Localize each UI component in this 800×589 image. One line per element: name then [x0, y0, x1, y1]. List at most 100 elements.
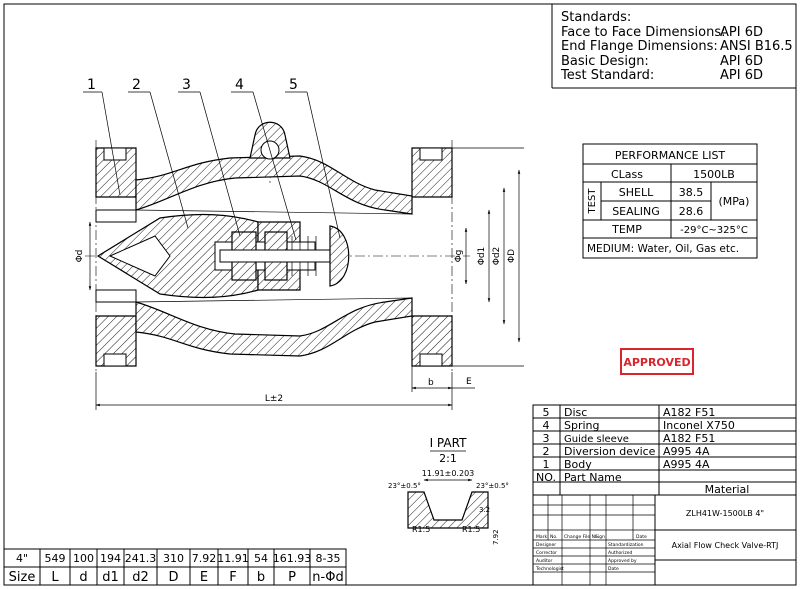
- dim-E: E: [466, 377, 472, 387]
- title-col: Mark: [536, 534, 547, 540]
- size-table: 4"Size549L100d194d1241.3d2310D7.92E11.91…: [3, 548, 347, 586]
- size-label: Size: [9, 570, 36, 585]
- title-role: Technologist: [535, 566, 564, 572]
- standards-row-label: Test Standard:: [560, 68, 654, 83]
- part-name: Guide sleeve: [564, 434, 629, 445]
- part-material: A182 F51: [663, 406, 715, 419]
- dimension-lines: Φd Φg Φd1 Φd2 ΦD L±2 b E: [75, 147, 524, 410]
- dim-od1: Φd1: [477, 247, 487, 266]
- standards-row-value: ANSI B16.5: [720, 39, 793, 54]
- drawing-frame: [3, 3, 797, 586]
- balloon-5: 5: [289, 77, 298, 93]
- shell-value: 38.5: [679, 186, 704, 199]
- dim-og: Φg: [454, 250, 464, 263]
- detail-i: I PART 2:1 11.91±0.203 23°±0.5° 23°±0.5°…: [388, 436, 509, 545]
- size-value: 549: [45, 552, 66, 565]
- dim-L: L±2: [265, 394, 283, 404]
- pressure-unit: (MPa): [719, 195, 750, 208]
- detail-angle-right: 23°±0.5°: [476, 482, 509, 490]
- shell-label: SHELL: [619, 186, 654, 199]
- size-label: d2: [132, 570, 149, 585]
- part-no: 3: [543, 432, 550, 445]
- dim-oD: ΦD: [507, 249, 517, 263]
- parts-header-material: Material: [705, 483, 750, 496]
- valve-section: [85, 121, 470, 372]
- size-label: n-Φd: [312, 570, 343, 585]
- title-role: Corrector: [536, 550, 557, 556]
- size-label: F: [229, 570, 236, 585]
- part-material: Inconel X750: [663, 419, 735, 432]
- temp-value: -29°C~325°C: [680, 225, 748, 236]
- size-value: 310: [163, 552, 184, 565]
- approved-stamp-text: APPROVED: [623, 356, 690, 369]
- detail-r-right: R1.5: [462, 525, 480, 534]
- performance-table: PERFORMANCE LIST CLass 1500LB TEST SHELL…: [582, 143, 758, 259]
- sealing-value: 28.6: [679, 205, 704, 218]
- title-block: Mark No. Change File No. Sign Date Desig…: [532, 494, 797, 586]
- size-label: b: [257, 570, 265, 585]
- standards-heading: Standards:: [561, 10, 631, 25]
- detail-angle-left: 23°±0.5°: [388, 482, 421, 490]
- detail-r-left: R1.5: [412, 525, 430, 534]
- detail-height: 7.92: [492, 529, 500, 545]
- class-label: CLass: [611, 168, 643, 181]
- standards-row-value: API 6D: [720, 54, 763, 69]
- part-material: A995 4A: [663, 445, 710, 458]
- medium-text: MEDIUM: Water, Oil, Gas etc.: [587, 243, 739, 255]
- title-role: Designer: [536, 542, 556, 548]
- size-value: 161.93: [273, 552, 312, 565]
- size-value: 7.92: [192, 552, 217, 565]
- size-label: d1: [102, 570, 119, 585]
- dim-od2: Φd2: [492, 247, 502, 266]
- size-value: 241.3: [125, 552, 157, 565]
- size-label: P: [288, 570, 296, 585]
- parts-header-name: Part Name: [564, 471, 622, 484]
- drawing-number: ZLH41W-1500LB 4": [686, 509, 764, 518]
- standards-block: Standards: Face to Face Dimensions: API …: [551, 4, 796, 89]
- title-col: Date: [636, 534, 647, 540]
- size-label: E: [200, 570, 208, 585]
- detail-scale: 2:1: [439, 452, 457, 465]
- balloon-1: 1: [87, 77, 96, 93]
- detail-title: I PART: [430, 436, 467, 450]
- size-label: d: [79, 570, 87, 585]
- standards-row-label: End Flange Dimensions:: [561, 39, 718, 54]
- part-material: A995 4A: [663, 458, 710, 471]
- dim-b: b: [428, 378, 434, 388]
- size-value: 194: [100, 552, 121, 565]
- performance-title: PERFORMANCE LIST: [615, 149, 726, 162]
- dim-od: Φd: [75, 250, 85, 263]
- parts-header-no: NO.: [536, 471, 556, 484]
- title-col: No.: [550, 534, 557, 540]
- part-name: Spring: [564, 419, 600, 432]
- size-label: D: [168, 570, 178, 585]
- title-col: Sign: [595, 534, 605, 540]
- title-approval: Standardization: [608, 542, 644, 548]
- standards-row-value: API 6D: [720, 68, 763, 83]
- balloon-2: 2: [132, 77, 141, 93]
- part-no: 2: [543, 445, 550, 458]
- test-label: TEST: [587, 188, 598, 215]
- part-name: Body: [564, 458, 592, 471]
- size-value: 11.91: [217, 552, 249, 565]
- approved-stamp: APPROVED: [620, 348, 694, 375]
- balloon-3: 3: [182, 77, 191, 93]
- standards-row-value: API 6D: [720, 25, 763, 40]
- temp-label: TEMP: [611, 223, 642, 236]
- part-name: Diversion device: [564, 445, 656, 458]
- class-value: 1500LB: [693, 168, 735, 181]
- part-name: Disc: [564, 406, 587, 419]
- standards-row-label: Face to Face Dimensions:: [561, 25, 726, 40]
- detail-width: 11.91±0.203: [422, 469, 475, 478]
- sealing-label: SEALING: [612, 205, 660, 218]
- part-no: 1: [543, 458, 550, 471]
- standards-row-label: Basic Design:: [561, 54, 649, 69]
- parts-list: 5 Disc A182 F51 4 Spring Inconel X750 3 …: [532, 404, 797, 496]
- part-material: A182 F51: [663, 432, 715, 445]
- balloon-4: 4: [235, 77, 244, 93]
- size-value: 100: [73, 552, 94, 565]
- size-label: L: [51, 570, 59, 585]
- title-approval: Approved by: [608, 558, 637, 564]
- detail-depth: 3.2: [479, 506, 490, 514]
